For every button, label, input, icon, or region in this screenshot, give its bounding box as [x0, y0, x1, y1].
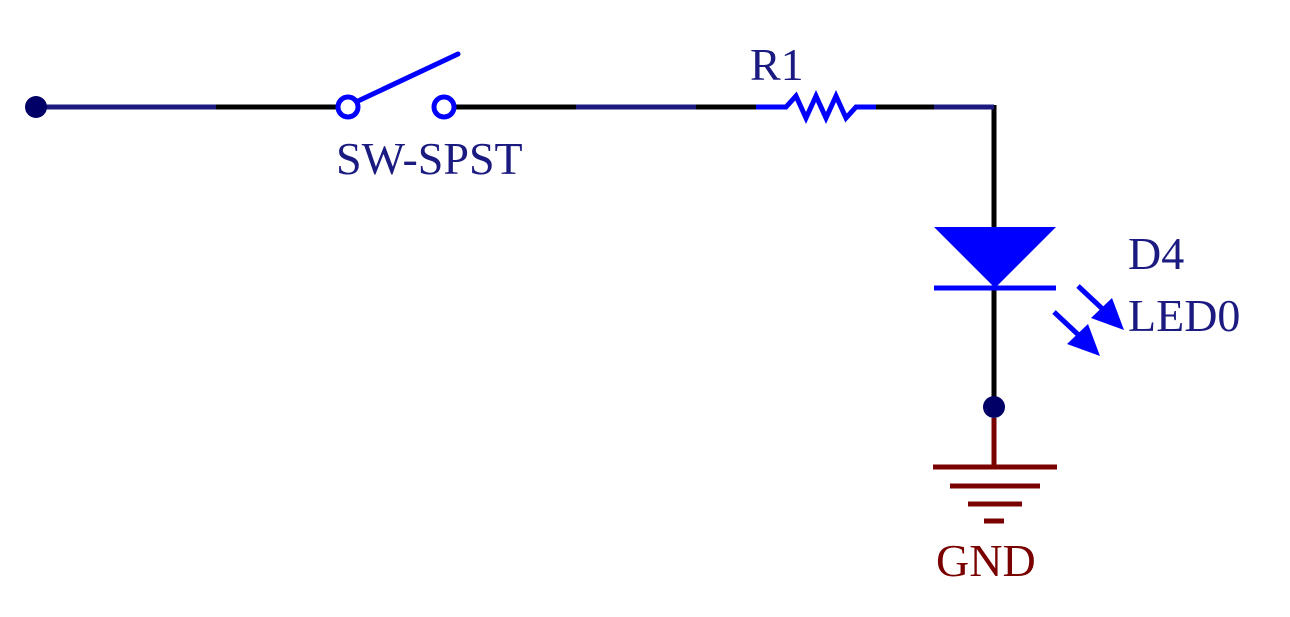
input-terminal-junction[interactable] — [25, 96, 47, 118]
resistor-zigzag — [756, 89, 876, 125]
switch-symbol[interactable] — [335, 51, 461, 120]
led-light-arrow-lower — [1052, 310, 1100, 356]
ground-junction[interactable] — [983, 396, 1005, 418]
led-symbol[interactable] — [934, 227, 1124, 356]
switch-contact-right — [431, 94, 457, 120]
switch-label: SW-SPST — [336, 133, 523, 184]
led-anode-triangle — [934, 227, 1056, 288]
ground-symbol[interactable] — [933, 418, 1057, 524]
switch-lever — [355, 51, 461, 104]
led-designator-label: D4 — [1128, 228, 1184, 279]
resistor-symbol[interactable] — [756, 89, 876, 125]
resistor-label: R1 — [750, 39, 804, 90]
ground-label: GND — [936, 535, 1036, 586]
switch-contact-left — [335, 94, 361, 120]
led-value-label: LED0 — [1128, 290, 1240, 341]
led-light-arrow-upper — [1076, 284, 1124, 330]
